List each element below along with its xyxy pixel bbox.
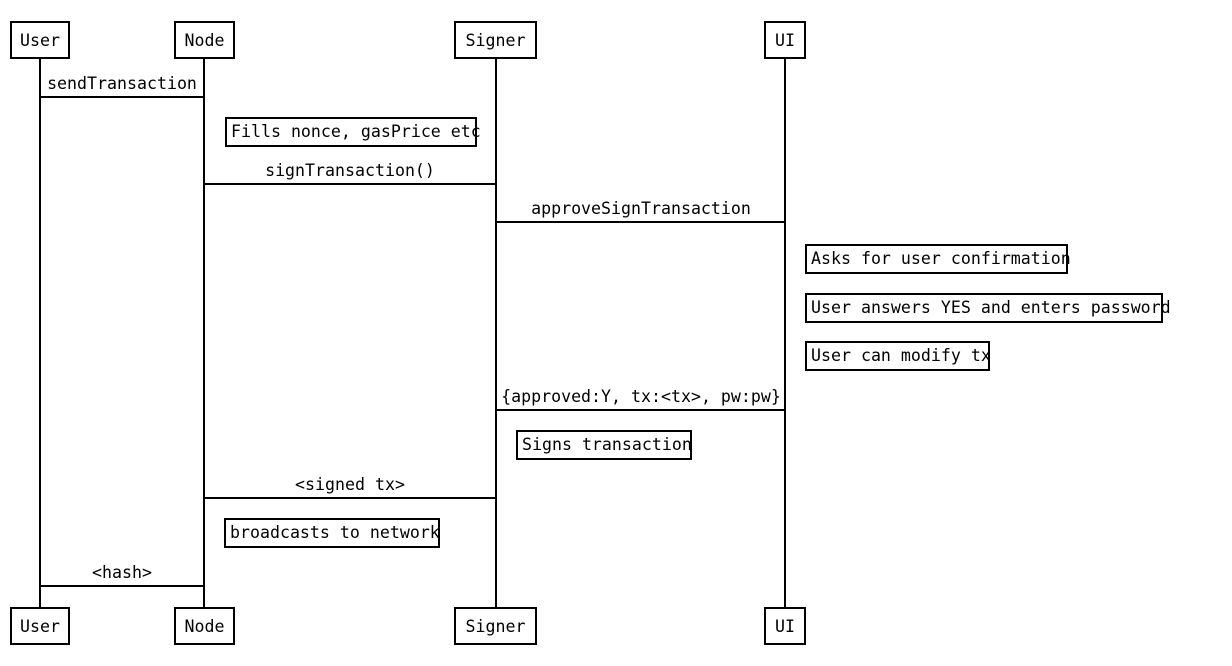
actor-box-signer-top: Signer — [454, 21, 537, 59]
message-line-signed-tx — [204, 497, 496, 499]
note-user-can-modify: User can modify tx — [805, 341, 991, 371]
note-fills-nonce: Fills nonce, gasPrice etc — [225, 117, 481, 147]
message-label-approvesigntransaction: approveSignTransaction — [531, 199, 751, 218]
note-asks-confirmation-text: Asks for user confirmation — [811, 249, 1071, 268]
message-line-hash — [40, 585, 204, 587]
actor-box-node-top: Node — [174, 21, 235, 59]
lifeline-user — [39, 59, 41, 607]
message-line-approvesigntransaction — [496, 221, 785, 223]
note-user-answers-yes: User answers YES and enters password — [805, 293, 1171, 323]
note-broadcasts: broadcasts to network — [224, 518, 440, 548]
actor-label-user-bottom: User — [20, 616, 60, 636]
message-label-sendtransaction: sendTransaction — [47, 74, 197, 93]
note-signs-transaction-text: Signs transaction — [522, 435, 692, 454]
actor-label-ui-bottom: UI — [775, 616, 795, 636]
note-signs-transaction: Signs transaction — [516, 430, 692, 460]
note-asks-confirmation: Asks for user confirmation — [805, 244, 1071, 274]
note-fills-nonce-text: Fills nonce, gasPrice etc — [231, 122, 481, 141]
note-user-answers-yes-text: User answers YES and enters password — [811, 298, 1171, 317]
message-line-sendtransaction — [40, 96, 204, 98]
actor-box-node-bottom: Node — [174, 607, 235, 645]
note-user-can-modify-text: User can modify tx — [811, 346, 991, 365]
message-label-signtransaction: signTransaction() — [265, 161, 435, 180]
message-label-signed-tx: <signed tx> — [295, 475, 405, 494]
actor-box-user-bottom: User — [10, 607, 70, 645]
actor-box-ui-bottom: UI — [764, 607, 806, 645]
message-line-approved-response — [496, 409, 785, 411]
note-broadcasts-text: broadcasts to network — [230, 523, 440, 542]
actor-label-user-top: User — [20, 30, 60, 50]
lifeline-node — [203, 59, 205, 607]
lifeline-signer — [495, 59, 497, 607]
message-label-approved-response: {approved:Y, tx:<tx>, pw:pw} — [501, 387, 781, 406]
actor-label-ui-top: UI — [775, 30, 795, 50]
actor-label-signer-top: Signer — [465, 30, 526, 50]
message-label-hash: <hash> — [92, 563, 152, 582]
actor-label-node-bottom: Node — [184, 616, 225, 636]
actor-label-node-top: Node — [184, 30, 225, 50]
lifeline-ui — [784, 59, 786, 607]
actor-box-user-top: User — [10, 21, 70, 59]
actor-label-signer-bottom: Signer — [465, 616, 526, 636]
actor-box-ui-top: UI — [764, 21, 806, 59]
actor-box-signer-bottom: Signer — [454, 607, 537, 645]
message-line-signtransaction — [204, 183, 496, 185]
